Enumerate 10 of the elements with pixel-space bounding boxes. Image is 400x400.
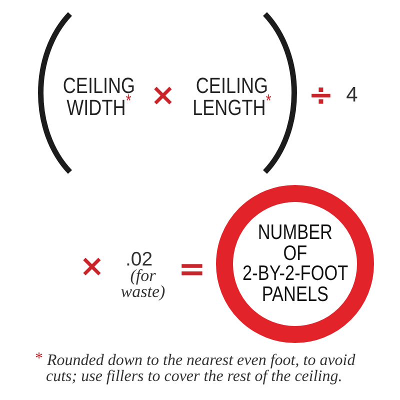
formula-term: CEILING WIDTH$^{*}$ [62, 75, 136, 119]
formula-term: CEILING LENGTH$^{*}$ [192, 75, 272, 119]
multiply-sign: × [150, 84, 176, 108]
number: .02 [125, 252, 153, 267]
divide-sign: ÷ [308, 84, 334, 108]
circle-label: NUMBER OF 2-BY-2-FOOT PANELS [242, 223, 348, 305]
equals-sign: = [178, 257, 206, 281]
parenthetical-note: (for waste) [120, 268, 166, 300]
multiply-sign: × [79, 255, 105, 279]
number: 4 [346, 84, 358, 106]
